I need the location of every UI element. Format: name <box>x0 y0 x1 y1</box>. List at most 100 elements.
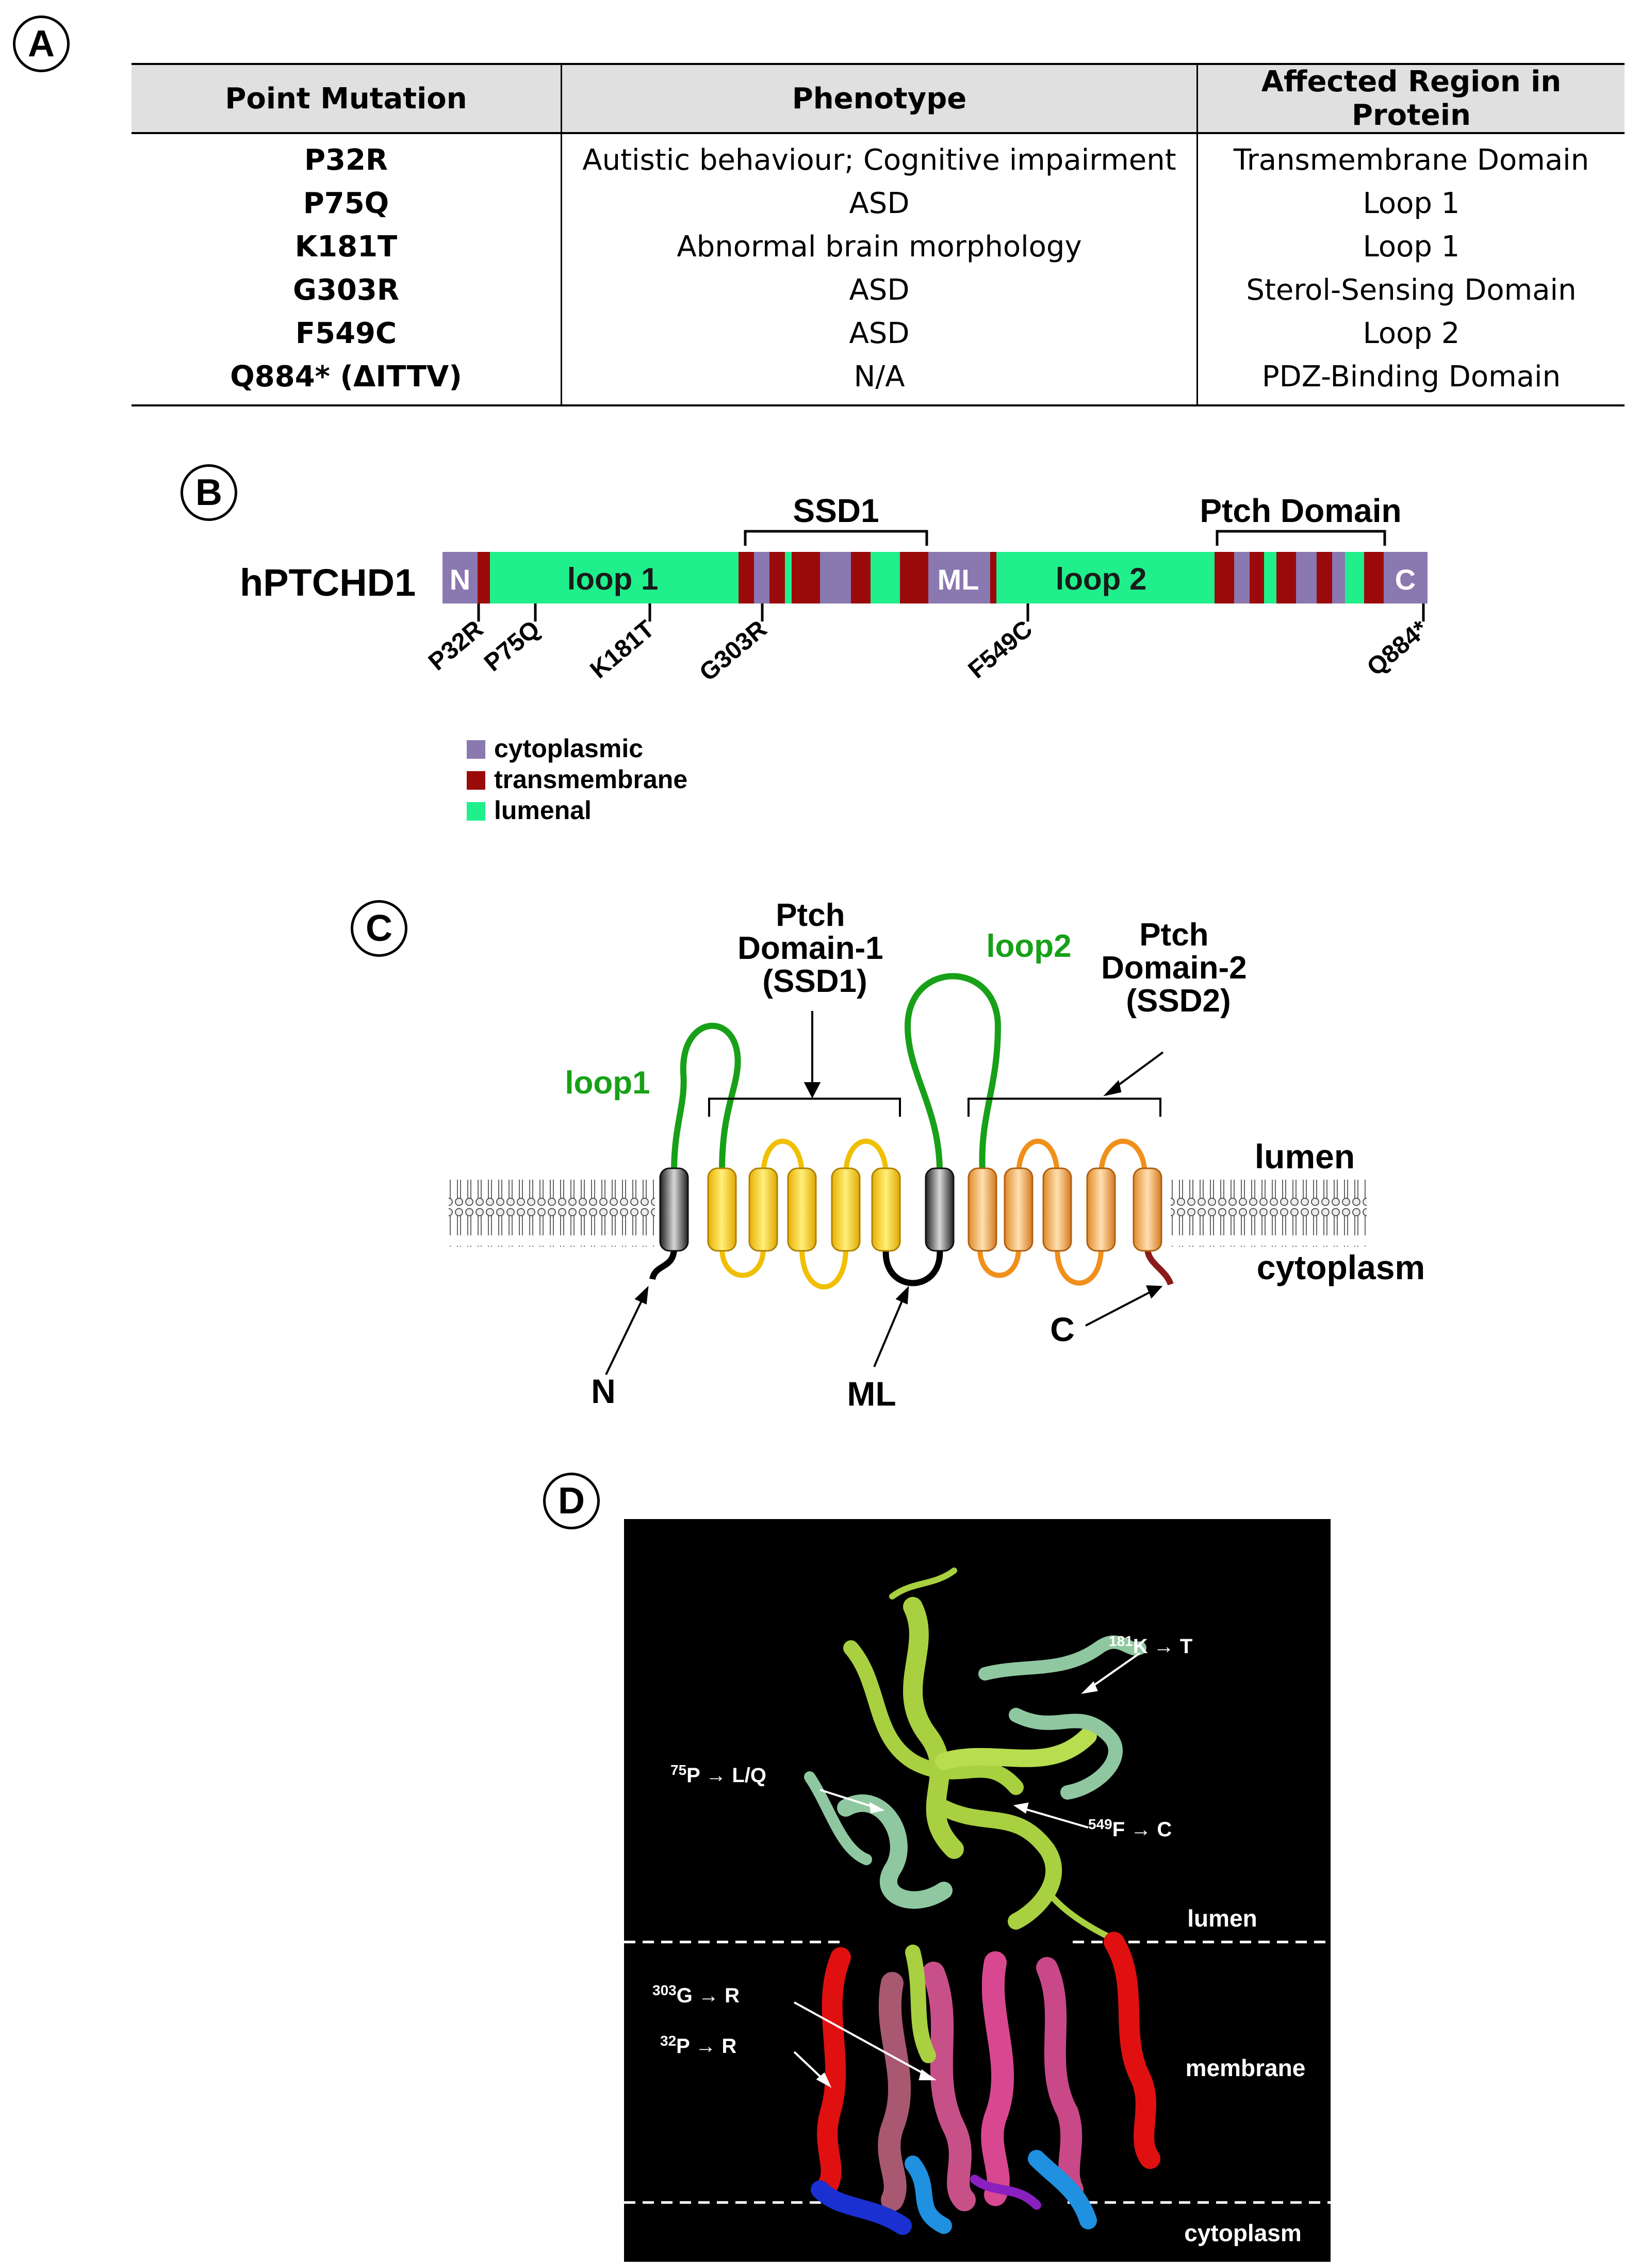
tm-segment <box>792 552 820 603</box>
segment-label-loop1: loop 1 <box>567 562 659 596</box>
cytoplasmic-ribbons <box>811 2150 1097 2235</box>
ribbon <box>1009 1708 1123 1800</box>
table-cell: Loop 2 <box>1196 312 1625 355</box>
mutation-sup: 181 <box>1109 1633 1133 1649</box>
cyto-segment <box>820 552 851 603</box>
mutation-label: P32R <box>423 615 488 676</box>
ribbon <box>843 1640 1024 1795</box>
ribbon <box>905 2156 952 2234</box>
tm-segment <box>1276 552 1296 603</box>
ssd1-bracket <box>744 530 928 546</box>
cyto-segment <box>1296 552 1317 603</box>
panel-label-a: A <box>13 15 70 72</box>
mutation-label-75: 75P → L/Q <box>670 1762 766 1787</box>
mutation-from: K <box>1133 1635 1148 1658</box>
membrane-domain-ribbons <box>815 1932 1160 2211</box>
ribbon <box>905 1945 936 2063</box>
header-point-mutation: Point Mutation <box>132 63 562 134</box>
ribbon <box>922 1962 976 2211</box>
ribbon <box>1044 1887 1112 1940</box>
legend-label-cytoplasmic: cytoplasmic <box>494 734 643 763</box>
ssd1-label: SSD1 <box>793 492 879 529</box>
ribbon <box>1036 1957 1084 2200</box>
table-cell: ASD <box>561 312 1198 355</box>
cyto-segment <box>1234 552 1250 603</box>
ribbon <box>889 1568 957 1600</box>
ptch2-line: (SSD2) <box>1126 983 1231 1019</box>
ribbon <box>1104 1932 1160 2169</box>
protein-structure-render: 181K → T 75P → L/Q 549F → C 303G → R 32P… <box>624 1519 1331 2262</box>
tm-segment <box>1317 552 1332 603</box>
ribbon <box>981 1951 1014 2206</box>
mutation-from: P <box>686 1764 700 1787</box>
ptch2-line: Domain-2 <box>1101 950 1247 986</box>
ptch1-line: Ptch <box>776 898 845 933</box>
membrane-topology-diagram: loop1 loop2 Ptch Domain-1 (SSD1) Ptch Do… <box>449 898 1425 1413</box>
ptch-domain-1-label: Ptch Domain-1 (SSD1) <box>737 898 892 999</box>
mutation-to: R <box>721 2035 736 2058</box>
table-cell: N/A <box>561 355 1198 406</box>
ribbon <box>978 1635 1146 1680</box>
mutation-label-32: 32P → R <box>660 2033 736 2058</box>
table-cell: P32R <box>304 143 388 177</box>
mutation-from: G <box>677 1984 693 2007</box>
protein-domain-map: hPTCHD1 N loop 1 ML loop 2 C SSD1 Ptch D… <box>240 492 1433 825</box>
n-terminal-tail <box>649 1248 677 1280</box>
lumen-label: lumen <box>1255 1137 1355 1176</box>
ssd1-bracket <box>708 1098 901 1117</box>
tm-helix-ssd2 <box>1004 1167 1034 1252</box>
ml-segment <box>928 552 990 603</box>
tm-helix-7 <box>925 1167 955 1252</box>
ribbon <box>935 1727 1097 1770</box>
legend-label-lumenal: lumenal <box>494 796 592 825</box>
segment-label-ml: ML <box>938 563 979 596</box>
mutation-to: C <box>1157 1818 1172 1841</box>
tm-segment <box>769 552 785 603</box>
table-cell: Loop 1 <box>1196 182 1625 225</box>
arrow-head <box>803 1082 821 1099</box>
tm-segment <box>1215 552 1234 603</box>
n-terminal-segment <box>442 552 478 603</box>
table-row: Q884* (ΔITTV) N/A PDZ-Binding Domain <box>132 355 1625 406</box>
ribbon <box>1028 2150 1097 2229</box>
tm-helix-ssd2 <box>1133 1167 1162 1252</box>
loop2-label: loop2 <box>986 928 1071 964</box>
mutation-from: F <box>1112 1818 1125 1841</box>
tm-segment <box>900 552 928 603</box>
mutation-label-181: 181K → T <box>1109 1633 1192 1658</box>
arrow-c <box>1085 1291 1151 1327</box>
ptch2-line: Ptch <box>1139 917 1208 953</box>
header-affected-region: Affected Region in Protein <box>1196 63 1625 134</box>
cytoplasm-label: cytoplasm <box>1257 1248 1425 1286</box>
lipid-bilayer-right <box>1171 1180 1367 1247</box>
segment-label-c: C <box>1395 563 1416 596</box>
tm-segment <box>851 552 871 603</box>
legend-swatch-transmembrane <box>467 771 485 790</box>
arrow-head <box>895 1285 909 1304</box>
table-row: G303R ASD Sterol-Sensing Domain <box>132 268 1625 312</box>
table-cell: PDZ-Binding Domain <box>1196 355 1625 406</box>
ribbon <box>811 2180 912 2235</box>
arrow-head <box>634 1285 649 1304</box>
mutation-arrow: → <box>700 1764 732 1787</box>
arrow-n <box>605 1299 643 1375</box>
table-header-row: Point Mutation Phenotype Affected Region… <box>132 63 1625 134</box>
ptch-domain-bracket <box>1216 530 1386 546</box>
legend-swatch-cytoplasmic <box>467 740 485 759</box>
table-cell: Abnormal brain morphology <box>561 225 1198 268</box>
legend-swatch-lumenal <box>467 802 485 821</box>
table-cell: ASD <box>561 268 1198 312</box>
arrow-head <box>1081 1681 1098 1694</box>
ribbon <box>903 1597 964 1859</box>
table-cell: Q884* (ΔITTV) <box>132 355 562 406</box>
tm-helix-ssd2 <box>967 1167 997 1252</box>
ssd1-loops <box>719 1138 889 1290</box>
table-cell: G303R <box>293 273 399 307</box>
arrow-head <box>1145 1285 1163 1299</box>
tm-segment <box>478 552 490 603</box>
c-terminal-tail <box>1144 1248 1174 1286</box>
lipid-bilayer-left <box>449 1180 655 1247</box>
region-label-lumen: lumen <box>1187 1905 1257 1932</box>
table-row: P32R Autistic behaviour; Cognitive impai… <box>132 133 1625 182</box>
table-row: P75Q ASD Loop 1 <box>132 182 1625 225</box>
